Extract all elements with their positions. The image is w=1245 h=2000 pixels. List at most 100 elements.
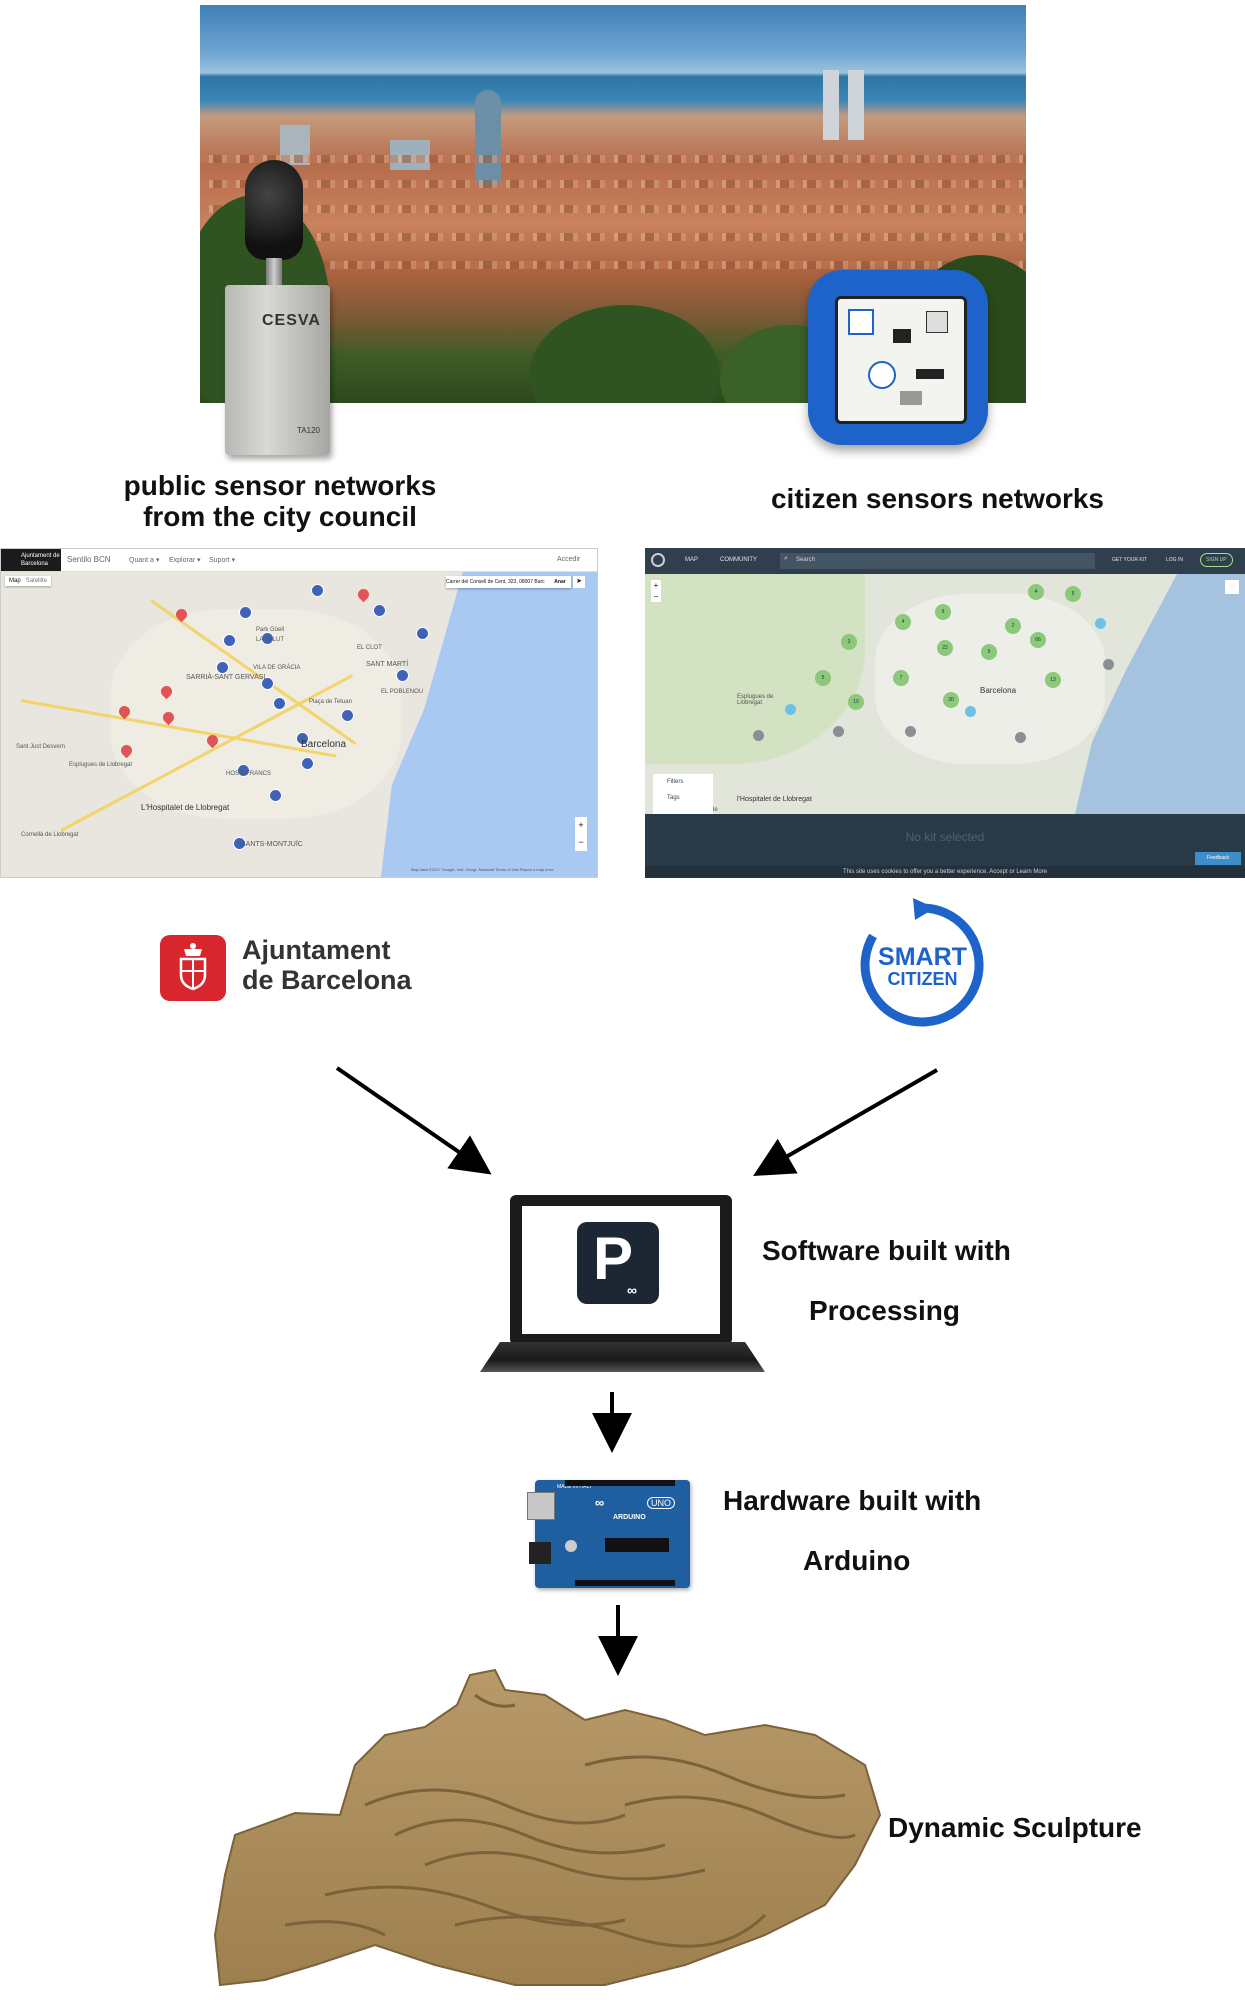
smart-citizen-ring-icon [860,898,984,1027]
cluster[interactable]: 5 [1065,586,1081,602]
cluster[interactable]: 7 [893,670,909,686]
layers-icon[interactable] [1225,580,1239,594]
sculpture-label: Dynamic Sculpture [888,1812,1142,1843]
processing-icon-letter: P [593,1225,634,1292]
arduino-brand: ARDUINO [613,1514,646,1521]
smart-logo-line1: SMART [878,943,967,971]
cluster[interactable]: 4 [895,614,911,630]
ajuntament-line2: de Barcelona [242,965,412,995]
map-place-sant-just: Sant Just Desvern [16,744,66,750]
ajuntament-mini-line1: Ajuntament de [21,553,60,559]
map-place-hostafrancs: HOSTAFRANCS [226,771,271,777]
map-place-gracia: VILA DE GRÀCIA [253,665,301,671]
tags-button[interactable]: Tags [667,795,680,801]
cluster[interactable]: 4 [1028,584,1044,600]
map-type-toggle[interactable]: Map Satellite [5,576,52,586]
arrow-public-to-software [335,1066,492,1175]
smart-search-input[interactable]: ⌕ Search [780,553,1095,569]
cesva-pole [266,258,282,288]
software-tool-label: Processing [809,1295,960,1326]
cesva-microphone [245,160,303,260]
cluster[interactable]: 9 [935,604,951,620]
smart-citizen-logo: SMART CITIZEN [855,898,990,1033]
smartcitizen-header: MAP COMMUNITY ⌕ Search GET YOUR KIT LOG … [645,548,1245,574]
smart-logo-line2: CITIZEN [887,969,958,989]
digital-header [565,1480,675,1486]
cesva-brand: CESVA [262,312,321,329]
sentilo-map-screenshot: Ajuntament de Barcelona Sentilo BCN Quan… [0,548,598,878]
citizen-networks-label: citizen sensors networks [770,483,1104,514]
microcontroller-chip [605,1538,669,1552]
map-place-la-salut: LA SALUT [256,637,285,643]
ajuntament-mini-logo: Ajuntament de Barcelona [1,549,61,571]
cluster[interactable]: 30 [943,692,959,708]
nav-log-in[interactable]: LOG IN [1166,557,1183,563]
filter-panel[interactable]: Filters Tags [653,774,713,814]
map-toggle-map[interactable]: Map [9,578,21,584]
smartcitizen-footer: No kit selected This site uses cookies t… [645,814,1245,878]
public-networks-label: public sensor networks from the city cou… [123,470,437,532]
arduino-model: UNO [647,1497,675,1509]
map-place-barcelona: Barcelona [980,686,1017,695]
ajuntament-shield-icon [160,935,226,1001]
filters-button[interactable]: Filters [667,779,684,785]
map-place-hospitalet: L'Hospitalet de Llobregat [141,803,230,812]
zoom-controls[interactable]: + − [575,817,587,851]
feedback-button[interactable]: Feedback [1195,852,1241,865]
barcelona-panorama-photo [200,5,1026,403]
map-attribution: Map data ©2017 Google, Inst. Geogr. Naci… [411,867,554,872]
nav-get-your-kit[interactable]: GET YOUR KIT [1112,557,1148,563]
cluster[interactable]: 66 [1030,632,1046,648]
processing-app-icon: P ∞ [577,1222,659,1304]
map-place-cornella: Cornellà de Llobregat [21,832,79,838]
usb-port [527,1492,555,1520]
zoom-in-icon[interactable]: + [653,581,659,590]
arrow-citizen-to-software [753,1068,938,1176]
map-place-el-clot: EL CLOT [357,645,382,651]
smartcitizen-mini-logo[interactable] [651,553,665,567]
map-place-tetuan: Plaça de Tetuan [309,699,352,705]
menu-item-suport[interactable]: Suport ▾ [209,557,236,564]
cookie-banner: This site uses cookies to offer you a be… [645,866,1245,878]
cluster[interactable]: 3 [841,634,857,650]
software-label: Software built with [762,1235,1011,1266]
search-icon: ⌕ [784,555,788,562]
nav-community[interactable]: COMMUNITY [720,557,757,563]
smartcitizen-map[interactable]: 4 5 9 4 2 66 3 22 5 13 5 7 30 10 Barcelo… [645,574,1245,814]
access-link[interactable]: Accedir [557,556,581,563]
search-placeholder: Search [796,557,816,563]
locate-icon[interactable]: ➤ [573,576,585,588]
cluster[interactable]: 13 [1045,672,1061,688]
cluster[interactable]: 5 [815,670,831,686]
dynamic-sculpture-model [213,1668,882,1987]
smartcitizen-map-screenshot: MAP COMMUNITY ⌕ Search GET YOUR KIT LOG … [645,548,1245,878]
menu-item-explorar[interactable]: Explorar ▾ [169,557,201,564]
map-place-sarria: SARRIÀ-SANT GERVASI [186,674,266,681]
arduino-board: ∞ ARDUINO UNO MADE IN ITALY [527,1480,690,1588]
map-toggle-satellite[interactable]: Satellite [25,578,48,584]
go-button[interactable]: Anar [549,576,571,588]
zoom-out-icon[interactable]: − [653,592,659,601]
map-place-poblenou: EL POBLENOU [381,689,424,695]
cluster[interactable]: 10 [848,694,864,710]
arduino-infinity-icon: ∞ [595,1495,605,1510]
menu-item-quant[interactable]: Quant a ▾ [129,557,160,564]
map-place-esplugues: Esplugues de Llobregat [737,694,774,706]
address-search-input[interactable]: Carrer del Consell de Cent, 323, 08007 B… [446,576,571,588]
sign-up-button[interactable]: SIGN UP [1200,553,1233,567]
ajuntament-mini-line2: Barcelona [21,561,49,567]
cluster[interactable]: 22 [937,640,953,656]
hardware-label: Hardware built with [723,1485,982,1516]
sentilo-header: Ajuntament de Barcelona Sentilo BCN Quan… [1,549,597,572]
power-jack [529,1542,551,1564]
cluster[interactable]: 5 [981,644,997,660]
cluster[interactable]: 2 [1005,618,1021,634]
cesva-model: TA120 [297,426,320,435]
zoom-out-icon[interactable]: − [578,837,584,847]
zoom-in-icon[interactable]: + [578,820,584,830]
smart-zoom-controls[interactable]: + − [651,580,661,602]
arduino-made-in: MADE IN ITALY [557,1484,593,1490]
laptop-keyboard [480,1342,765,1372]
nav-map[interactable]: MAP [685,557,699,563]
